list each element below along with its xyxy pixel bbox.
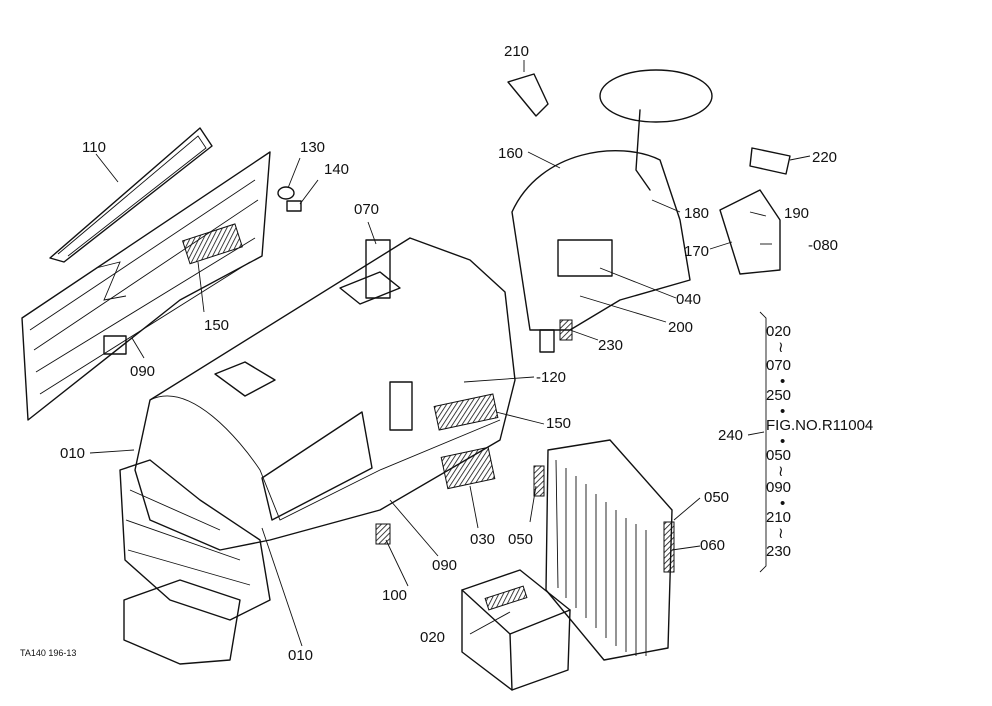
- ref-item-1: 070: [766, 357, 791, 374]
- ref-item-0: 020: [766, 323, 791, 340]
- callout-090-panel: 090: [130, 363, 155, 380]
- ref-item-5: 090: [766, 479, 791, 496]
- ref-sep-2: •: [780, 403, 785, 420]
- ref-item-6: 210: [766, 509, 791, 526]
- callout-120: -120: [536, 369, 566, 386]
- callout-050-radiator: 050: [704, 489, 729, 506]
- callout-110: 110: [82, 139, 106, 156]
- callout-150-panel: 150: [204, 317, 229, 334]
- callout-210: 210: [504, 43, 529, 60]
- battery: [461, 569, 571, 691]
- ref-sep-0: ≀: [778, 339, 784, 356]
- ref-item-2: 250: [766, 387, 791, 404]
- callout-190: 190: [784, 205, 809, 222]
- dashboard: [507, 69, 791, 353]
- callout-230: 230: [598, 337, 623, 354]
- callout-030: 030: [470, 531, 495, 548]
- radiator: [533, 439, 675, 661]
- callout-130: 130: [300, 139, 325, 156]
- callout-040: 040: [676, 291, 701, 308]
- callout-010-front: 010: [60, 445, 85, 462]
- side-panel: [21, 127, 271, 421]
- callout-010-lower: 010: [288, 647, 313, 664]
- callout-240: 240: [718, 427, 743, 444]
- callout-070: 070: [354, 201, 379, 218]
- callout-200: 200: [668, 319, 693, 336]
- ref-item-4: 050: [766, 447, 791, 464]
- ref-sep-3: •: [780, 433, 785, 450]
- callout-220: 220: [812, 149, 837, 166]
- ref-item-3: FIG.NO.R11004: [766, 417, 873, 434]
- callout-020: 020: [420, 629, 445, 646]
- callout-090-hood: 090: [432, 557, 457, 574]
- ref-sep-6: ≀: [778, 525, 784, 542]
- leader-lines: [89, 60, 811, 647]
- callout-080: -080: [808, 237, 838, 254]
- callout-100: 100: [382, 587, 407, 604]
- callout-060: 060: [700, 537, 725, 554]
- figure-id: TA140 196-13: [20, 648, 76, 658]
- ref-sep-4: ≀: [778, 463, 784, 480]
- callout-140: 140: [324, 161, 349, 178]
- callout-170: 170: [684, 243, 709, 260]
- filler-cap: [277, 186, 302, 212]
- callout-labels: 110 130 140 150 090 070 010 010 090 100 …: [20, 43, 838, 664]
- callout-160: 160: [498, 145, 523, 162]
- callout-050-side: 050: [508, 531, 533, 548]
- hood: [119, 237, 516, 665]
- reference-list: 020 ≀ 070 • 250 • FIG.NO.R11004 • 050 ≀ …: [766, 323, 873, 560]
- ref-item-7: 230: [766, 543, 791, 560]
- callout-180: 180: [684, 205, 709, 222]
- callout-150-hood: 150: [546, 415, 571, 432]
- ref-sep-1: •: [780, 373, 785, 390]
- ref-sep-5: •: [780, 495, 785, 512]
